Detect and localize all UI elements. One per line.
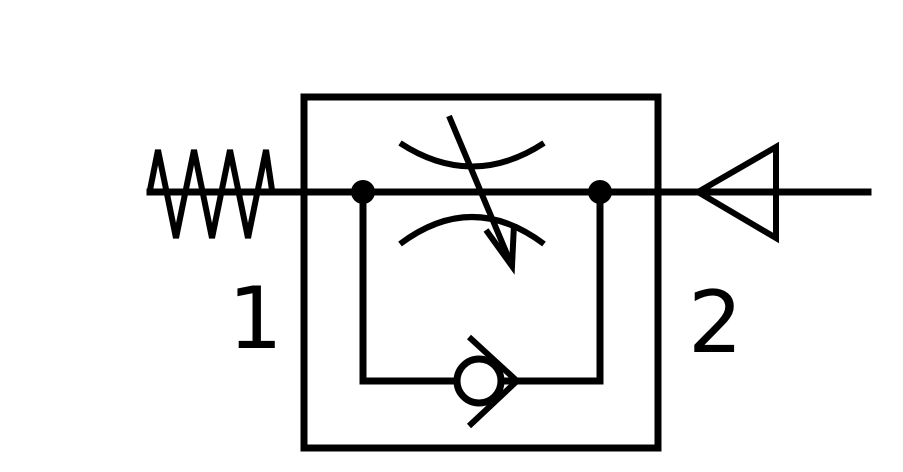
connection-triangle (692, 141, 779, 244)
check-valve-seat (466, 334, 522, 429)
throttle-upper-arc (398, 140, 546, 170)
port-1-label: 1 (228, 269, 283, 369)
port-2-label: 2 (688, 273, 743, 373)
spring (147, 149, 275, 239)
throttle-lower-arc (398, 214, 546, 247)
check-valve-ball (453, 355, 505, 407)
valve-body (300, 93, 662, 452)
adjustment-arrow-head (483, 223, 517, 275)
adjustment-arrow-shaft (446, 114, 515, 268)
